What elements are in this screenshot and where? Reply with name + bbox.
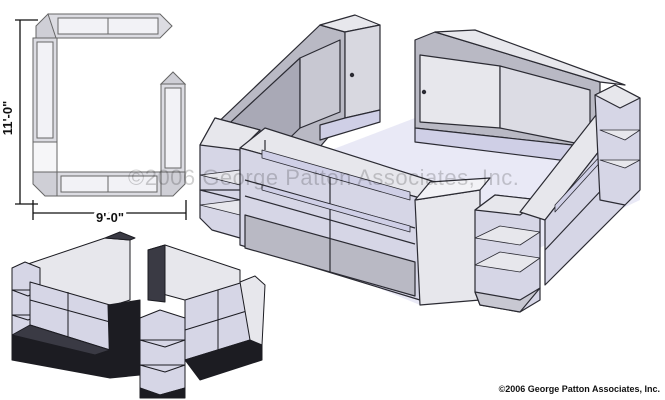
main-kiosk-render: [199, 14, 641, 313]
right-corner-shelf: [474, 194, 541, 313]
width-dimension: [32, 200, 187, 220]
dark-kiosk-render: [11, 231, 266, 399]
width-dimension-label: 9'-0": [96, 210, 124, 225]
back-wall-unit: [414, 29, 626, 166]
plan-counters: [32, 13, 187, 197]
plan-view: 11'-0" 9'-0": [0, 13, 187, 228]
height-dimension-label: 11'-0": [0, 101, 15, 136]
right-end-shelf: [594, 84, 641, 206]
copyright-notice: ©2006 George Patton Associates, Inc.: [499, 384, 660, 394]
watermark: ©2006 George Patton Associates, Inc.: [128, 165, 519, 190]
height-dimension: [15, 19, 38, 205]
front-showcase: [239, 127, 436, 301]
